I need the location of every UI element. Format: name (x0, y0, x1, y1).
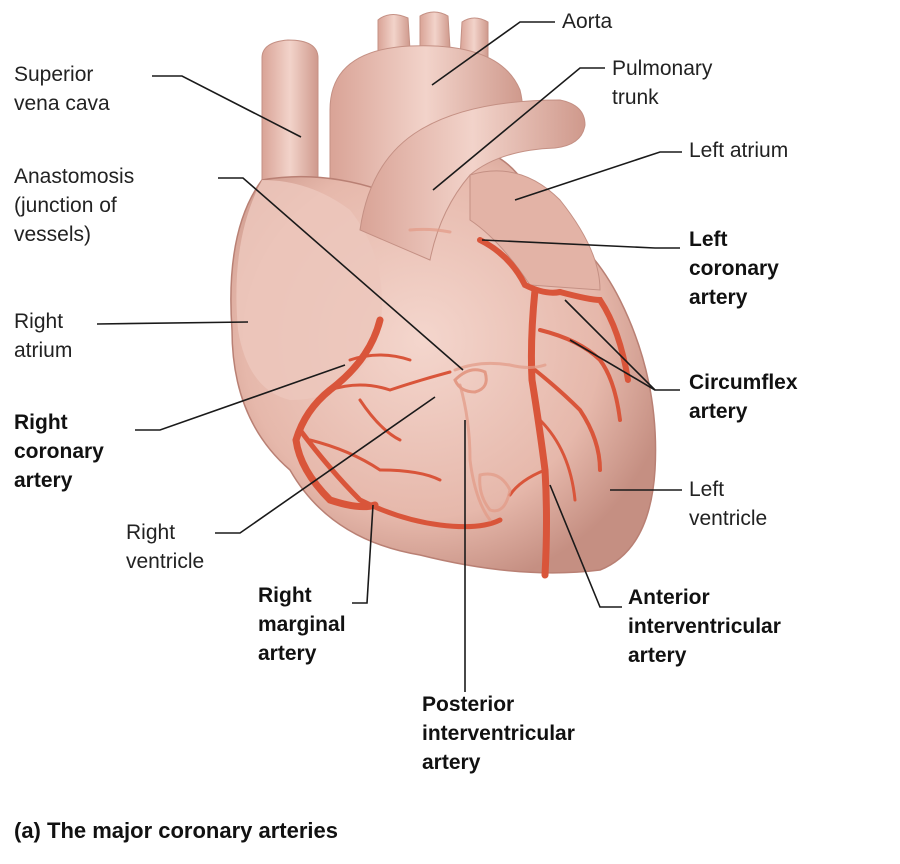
anastomosis-loop (453, 368, 488, 394)
right-coronary-artery-path (292, 316, 384, 511)
artery-branch (538, 328, 622, 422)
label-superior-vena-cava: Superior vena cava (14, 63, 110, 115)
leader-right-atrium (96, 321, 249, 325)
right-marginal-artery-path (297, 427, 503, 530)
leader-right-marginal-artery (352, 504, 374, 604)
artery-branch (358, 398, 402, 442)
leader-anastomosis (218, 177, 464, 371)
posterior-artery-faint (408, 227, 547, 522)
label-left-coronary-artery: Left coronary artery (689, 228, 779, 309)
leader-pulmonary-trunk (432, 67, 605, 191)
artery-branch (328, 370, 452, 392)
artery-branch (538, 418, 577, 502)
leader-anterior-interventricular-artery (549, 484, 622, 608)
label-left-ventricle: Left ventricle (689, 478, 768, 530)
anterior-interventricular-artery-path (527, 286, 550, 579)
label-anterior-interventricular-artery: Anterior interventricular artery (628, 586, 781, 667)
leader-right-ventricle (215, 396, 436, 534)
artery-branch (533, 368, 602, 472)
label-right-ventricle: Right ventricle (126, 521, 205, 573)
leader-lines (96, 21, 682, 692)
aorta-branch-shape (377, 14, 411, 56)
leader-left-atrium (514, 151, 682, 201)
label-right-atrium: Right atrium (14, 310, 73, 362)
left-atrium-shape (469, 170, 601, 291)
aorta-branch-shape (419, 11, 451, 51)
circumflex-artery-path (557, 289, 631, 383)
left-coronary-artery-path (477, 237, 563, 296)
leader-aorta (431, 21, 555, 86)
right-atrium-shape (236, 180, 382, 400)
label-right-marginal-artery: Right marginal artery (258, 584, 346, 665)
coronary-artery-network (292, 237, 631, 579)
leader-superior-vena-cava (152, 75, 302, 138)
leader-right-coronary-artery (135, 364, 346, 431)
artery-branch (308, 438, 442, 482)
artery-branch (508, 468, 547, 497)
label-aorta: Aorta (562, 10, 613, 33)
label-left-atrium: Left atrium (689, 139, 789, 162)
label-circumflex-artery: Circumflex artery (689, 371, 798, 423)
superior-vena-cava-shape (261, 39, 319, 211)
label-posterior-interventricular-artery: Posterior interventricular artery (422, 693, 575, 774)
artery-branch (348, 353, 412, 362)
leader-left-coronary-artery (481, 239, 680, 249)
leader-circumflex-artery-2 (569, 339, 656, 391)
label-anastomosis: Anastomosis (junction of vessels) (14, 165, 135, 246)
label-right-coronary-artery: Right coronary artery (14, 411, 104, 492)
label-pulmonary-trunk: Pulmonary trunk (612, 57, 713, 109)
figure-caption: (a) The major coronary arteries (14, 818, 339, 843)
